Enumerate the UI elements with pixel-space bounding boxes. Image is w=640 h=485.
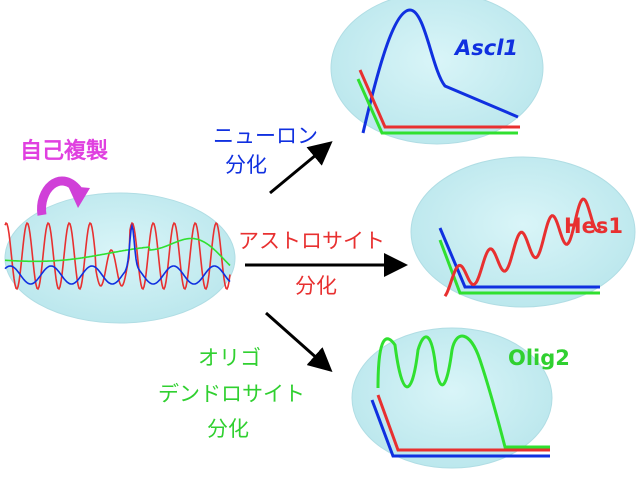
olig2-label: Olig2 (508, 346, 570, 370)
self-renewal-arrow-icon (37, 176, 82, 216)
blue-oscillation (4, 222, 231, 285)
oligo-arrow-icon (265, 311, 333, 372)
neuron-label-line2: 分化 (225, 153, 267, 177)
self-renewal-arrowhead-icon (68, 186, 90, 208)
neuron-green-curve (356, 78, 518, 135)
oligo-label-line3: 分化 (207, 417, 249, 441)
neuron-red-curve (358, 69, 520, 129)
neuron-label-line1: ニューロン (213, 124, 318, 148)
olig2-curve (376, 334, 550, 449)
oligo-label-line1: オリゴ (198, 346, 261, 370)
astro-green-curve (438, 239, 600, 295)
hes1-label: Hes1 (564, 214, 623, 238)
oligo-blue-curve (370, 399, 550, 458)
hes1-curve (443, 197, 602, 297)
neuron-arrow-icon (269, 141, 333, 195)
astro-label-line2: 分化 (295, 274, 337, 298)
oligo-red-curve (376, 394, 550, 452)
self-renewal-label: 自己複製 (20, 138, 108, 164)
ascl1-curve (361, 8, 519, 134)
stem-cell-ellipse (4, 192, 236, 324)
astro-blue-curve (438, 227, 600, 289)
astro-label-line1: アストロサイト (238, 229, 385, 253)
ascl1-label: Ascl1 (453, 36, 518, 60)
green-oscillation (5, 237, 231, 267)
oligo-label-line2: デンドロサイト (158, 382, 305, 406)
oscillation-waves (4, 221, 231, 291)
